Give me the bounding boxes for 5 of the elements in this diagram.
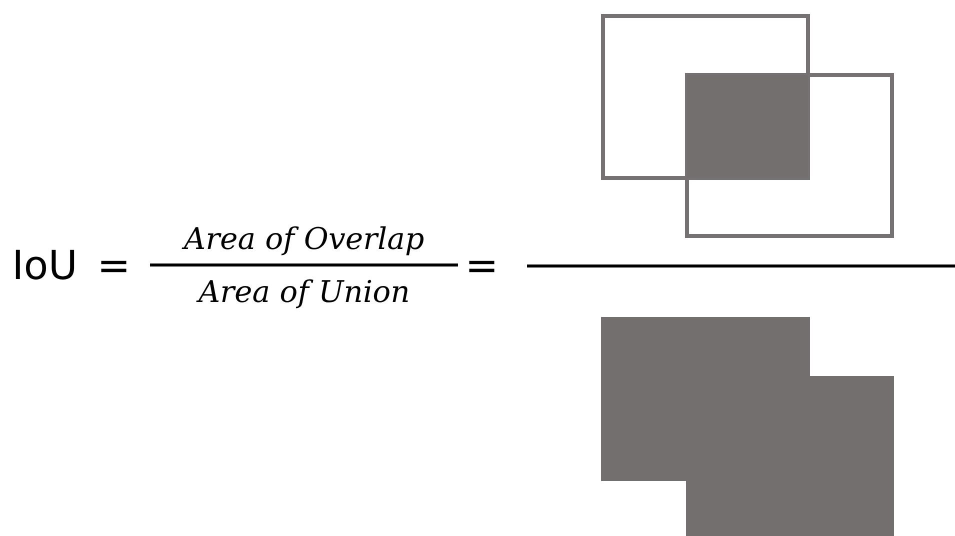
equals-sign: = [465, 246, 499, 286]
denominator-text: Area of Union [198, 278, 410, 308]
formula-text: IoU [12, 246, 78, 286]
numerator-text: Area of Overlap [184, 225, 424, 255]
equals-sign: = [97, 246, 131, 286]
